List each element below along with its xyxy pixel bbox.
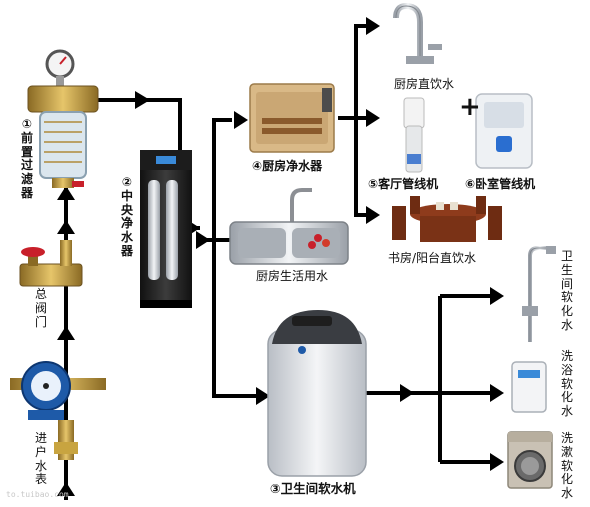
pipe-central-to-branches: [200, 118, 232, 242]
arrow-right-soft-out: [400, 384, 414, 402]
pipe-to-study: [354, 118, 372, 217]
living-pipe-machine-icon: [403, 97, 425, 173]
arrow-up-2: [57, 326, 75, 340]
label-living-pipe-machine: ⑤客厅管线机: [368, 177, 439, 191]
label-prefilter: ①前置过滤器: [20, 117, 33, 200]
arrow-right-study: [366, 206, 380, 224]
water-meter-icon: [10, 361, 106, 460]
arrow-up-4: [57, 186, 75, 200]
shower-icon: [522, 246, 556, 342]
softener-icon: [267, 310, 367, 477]
label-kitchen-domestic: 厨房生活用水: [256, 269, 329, 283]
label-bath-soft-water: 卫生间软化水: [560, 249, 573, 332]
plus-sign: +: [459, 92, 481, 122]
arrow-right-softener: [256, 387, 270, 405]
arrow-up-3: [57, 220, 75, 234]
arrow-right-branch: [196, 231, 210, 249]
label-kitchen-direct: 厨房直饮水: [394, 77, 455, 91]
label-central-purifier: ②中央净水器: [120, 175, 133, 258]
label-main-valve: 总阀门: [34, 287, 47, 329]
arrow-right-prefilter: [135, 91, 150, 109]
arrow-right-faucet: [366, 17, 380, 35]
label-laundry-soft-water: 洗漱软化水: [560, 431, 573, 501]
label-shower-soft-water: 洗浴软化水: [560, 349, 573, 419]
water-heater-icon: [511, 361, 547, 413]
central-purifier-icon: [140, 150, 192, 308]
main-valve-icon: [19, 240, 83, 287]
label-inlet-meter: 进户水表: [34, 431, 47, 487]
watermark: to.tuibao.com: [6, 490, 69, 499]
arrow-right-shower: [490, 287, 504, 305]
study-tea-table-icon: [392, 196, 502, 242]
kitchen-purifier-icon: [249, 83, 335, 153]
arrow-up-1: [57, 482, 75, 496]
pipe-kitchen-purifier-out: [338, 24, 372, 120]
arrow-right-kitchen-purifier: [234, 111, 248, 129]
bedroom-pipe-machine-icon: [475, 93, 533, 169]
pipe-to-softener: [212, 240, 262, 398]
label-softener: ③卫生间软水机: [270, 481, 356, 496]
direct-drink-faucet-icon: [393, 2, 442, 64]
kitchen-sink-icon: [229, 188, 349, 265]
label-study-balcony: 书房/阳台直饮水: [388, 251, 477, 265]
arrow-right-washer: [490, 453, 504, 471]
label-kitchen-purifier: ④厨房净水器: [252, 159, 323, 173]
prefilter-icon: [27, 49, 99, 188]
washing-machine-icon: [507, 431, 553, 489]
label-bedroom-pipe-machine: ⑥卧室管线机: [465, 177, 536, 191]
arrow-right-heater: [490, 384, 504, 402]
arrow-right-living: [366, 109, 380, 127]
